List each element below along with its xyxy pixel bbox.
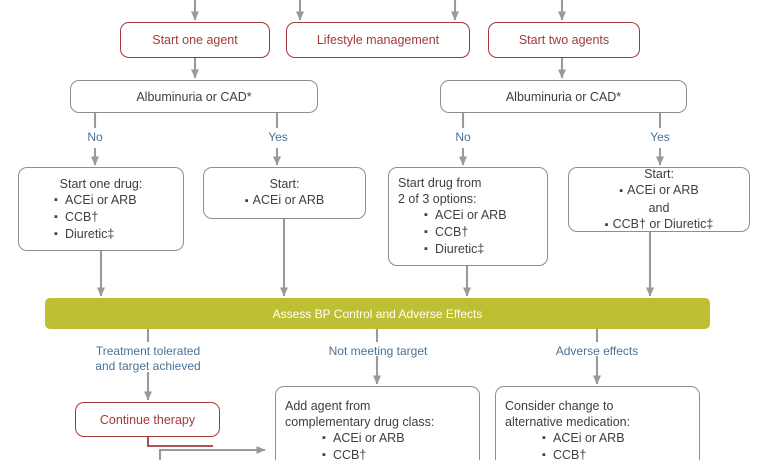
node-title-line-1: Start drug from bbox=[398, 176, 482, 190]
bullet-item: CCB† bbox=[542, 447, 699, 460]
bullet-item: ACEi or ARB bbox=[322, 430, 479, 447]
node-start-drug-2of3[interactable]: Start drug from 2 of 3 options: ACEi or … bbox=[388, 167, 548, 266]
node-start-two-agents[interactable]: Start two agents bbox=[488, 22, 640, 58]
node-title-line-2: 2 of 3 options: bbox=[398, 192, 477, 206]
node-bullet-list: ACEi or ARB bbox=[245, 192, 325, 210]
bullet-item: CCB† bbox=[322, 447, 479, 460]
banner-label: Assess BP Control and Adverse Effects bbox=[272, 306, 483, 321]
node-bullet-list: ACEi or ARB CCB† bbox=[496, 430, 699, 460]
node-title: Start: bbox=[269, 177, 300, 191]
node-start-one-agent[interactable]: Start one agent bbox=[120, 22, 270, 58]
edge-label-yes-left: Yes bbox=[268, 130, 288, 144]
node-title-line-1: Add agent from bbox=[285, 399, 371, 413]
node-bullet-list-2: CCB† or Diuretic‡ bbox=[605, 216, 714, 234]
node-add-agent-complementary[interactable]: Add agent from complementary drug class:… bbox=[275, 386, 480, 460]
node-title-line-2: complementary drug class: bbox=[285, 415, 435, 429]
edge-label-adverse-effects: Adverse effects bbox=[555, 344, 639, 358]
node-bullet-list: ACEi or ARB CCB† Diuretic‡ bbox=[389, 207, 547, 258]
banner-assess-bp-control[interactable]: Assess BP Control and Adverse Effects bbox=[45, 298, 710, 329]
node-albuminuria-cad-right[interactable]: Albuminuria or CAD* bbox=[440, 80, 687, 113]
edge-label-not-meeting-target: Not meeting target bbox=[328, 344, 428, 358]
node-title: Start: bbox=[644, 166, 674, 181]
node-bullet-list: ACEi or ARB CCB† Diuretic‡ bbox=[19, 192, 183, 243]
node-start-acei-arb-plus[interactable]: Start: ACEi or ARB and CCB† or Diuretic‡ bbox=[568, 167, 750, 232]
node-conjunction: and bbox=[648, 200, 670, 215]
bullet-item: CCB† bbox=[54, 209, 183, 226]
node-label: Lifestyle management bbox=[316, 33, 440, 47]
edge-label-no-right: No bbox=[455, 130, 471, 144]
bullet-item: Diuretic‡ bbox=[424, 241, 547, 258]
bullet-item: CCB† or Diuretic‡ bbox=[605, 216, 714, 234]
node-title-line-1: Consider change to bbox=[505, 399, 614, 413]
bullet-item: ACEi or ARB bbox=[54, 192, 183, 209]
node-label: Start one agent bbox=[152, 33, 238, 47]
edge-label-treatment-tolerated: Treatment tolerated and target achieved bbox=[60, 344, 236, 374]
node-start-acei-arb[interactable]: Start: ACEi or ARB bbox=[203, 167, 366, 219]
bullet-item: ACEi or ARB bbox=[245, 192, 325, 210]
bullet-item: CCB† bbox=[424, 224, 547, 241]
edge-label-yes-right: Yes bbox=[650, 130, 670, 144]
node-continue-therapy[interactable]: Continue therapy bbox=[75, 402, 220, 437]
bullet-item: Diuretic‡ bbox=[54, 226, 183, 243]
edge-label-line-1: Treatment tolerated bbox=[95, 344, 201, 358]
node-label: Albuminuria or CAD* bbox=[136, 89, 252, 104]
bullet-item: ACEi or ARB bbox=[542, 430, 699, 447]
node-start-one-drug[interactable]: Start one drug: ACEi or ARB CCB† Diureti… bbox=[18, 167, 184, 251]
bullet-item: ACEi or ARB bbox=[619, 182, 699, 200]
node-albuminuria-cad-left[interactable]: Albuminuria or CAD* bbox=[70, 80, 318, 113]
edge-label-no-left: No bbox=[87, 130, 103, 144]
node-label: Albuminuria or CAD* bbox=[505, 89, 622, 104]
node-title-line-2: alternative medication: bbox=[505, 415, 631, 429]
edge-label-line-2: and target achieved bbox=[95, 359, 201, 373]
node-label: Start two agents bbox=[518, 33, 610, 47]
node-title: Start one drug: bbox=[59, 176, 143, 191]
node-bullet-list: ACEi or ARB bbox=[619, 182, 699, 200]
node-consider-change-alternative[interactable]: Consider change to alternative medicatio… bbox=[495, 386, 700, 460]
node-bullet-list: ACEi or ARB CCB† bbox=[276, 430, 479, 460]
node-lifestyle-management[interactable]: Lifestyle management bbox=[286, 22, 470, 58]
bullet-item: ACEi or ARB bbox=[424, 207, 547, 224]
node-label: Continue therapy bbox=[99, 412, 196, 427]
